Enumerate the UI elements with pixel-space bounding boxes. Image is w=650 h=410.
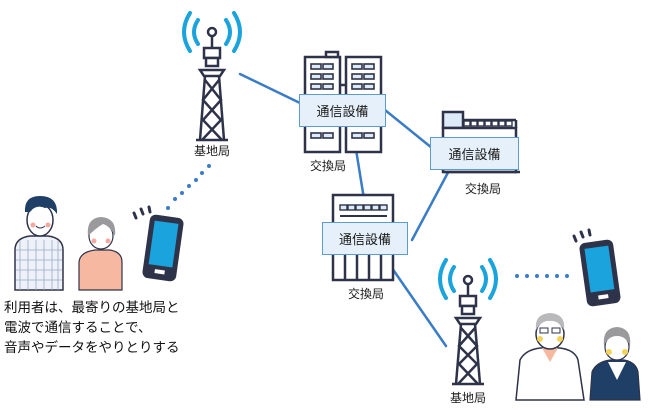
equipment-box-exchange-right: 通信設備 xyxy=(430,137,519,170)
base-station-tower-left-icon xyxy=(182,11,242,142)
radio-link-left xyxy=(166,164,211,210)
exchange-top-label: 交換局 xyxy=(310,159,347,173)
smartphone-right-icon xyxy=(572,228,621,307)
caption-line-2: 電波で通信することで、 xyxy=(4,320,152,336)
users-senior-couple-illustration xyxy=(515,313,641,401)
link-tower-left-to-exchange-top xyxy=(238,72,302,105)
link-exchange-middle-to-exchange-right xyxy=(410,163,454,242)
base-station-left-label: 基地局 xyxy=(194,144,231,158)
exchange-right-label: 交換局 xyxy=(465,182,502,196)
base-station-tower-right-icon xyxy=(438,258,498,386)
link-exchange-top-to-exchange-right xyxy=(383,108,434,150)
base-station-right-label: 基地局 xyxy=(450,391,487,405)
equipment-box-exchange-middle: 通信設備 xyxy=(322,222,408,255)
caption: 利用者は、最寄りの基地局と 電波で通信することで、 音声やデータをやりとりする xyxy=(4,298,180,358)
smartphone-left-icon xyxy=(132,205,184,282)
equipment-box-exchange-top: 通信設備 xyxy=(299,94,386,127)
exchange-middle-label: 交換局 xyxy=(348,287,385,301)
caption-line-1: 利用者は、最寄りの基地局と xyxy=(4,300,180,316)
radio-link-right xyxy=(515,274,569,278)
link-exchange-middle-to-tower-right xyxy=(383,256,448,348)
caption-line-3: 音声やデータをやりとりする xyxy=(4,340,180,356)
users-young-couple-illustration xyxy=(14,196,123,291)
